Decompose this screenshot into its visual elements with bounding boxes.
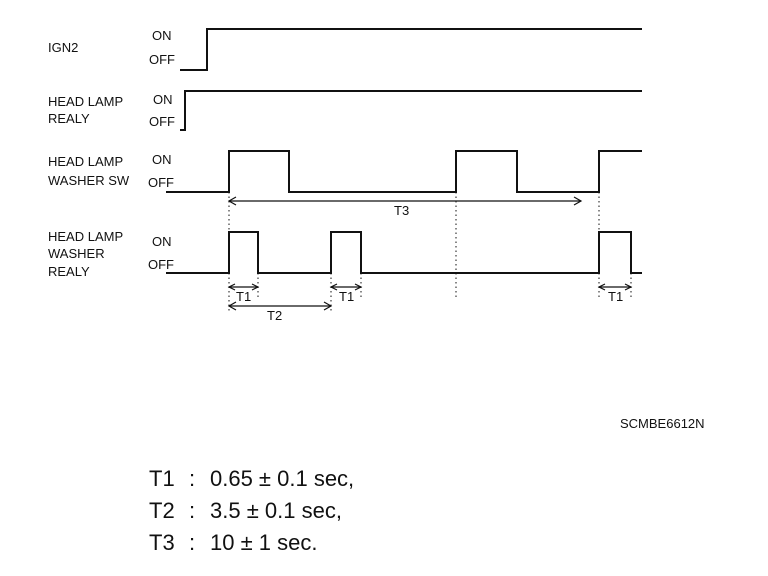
ign2-off-label: OFF bbox=[149, 52, 175, 67]
t3-dimension: T3 bbox=[227, 196, 583, 218]
t2-dimension: T2 bbox=[227, 301, 333, 323]
figure-code: SCMBE6612N bbox=[620, 416, 705, 431]
head-lamp-realy-waveform bbox=[180, 90, 642, 131]
t3-spec-name: T3 bbox=[149, 530, 175, 555]
t2-spec-value: 3.5 ± 0.1 sec, bbox=[210, 498, 342, 523]
t1-spec-name: T1 bbox=[149, 466, 175, 491]
t3-spec-separator: : bbox=[189, 530, 195, 555]
waveforms bbox=[166, 28, 642, 274]
head-lamp-washer-sw-label-line2: WASHER SW bbox=[48, 173, 130, 188]
t1-label-first: T1 bbox=[236, 289, 251, 304]
dimension-arrows: T3 T1 T1 T1 T2 bbox=[227, 196, 633, 323]
timing-specs: T1 : 0.65 ± 0.1 sec, T2 : 3.5 ± 0.1 sec,… bbox=[149, 466, 354, 555]
head-lamp-washer-realy-label-line2: WASHER bbox=[48, 246, 105, 261]
head-lamp-washer-sw-label-line1: HEAD LAMP bbox=[48, 154, 123, 169]
t1-dimension-second: T1 bbox=[329, 283, 363, 304]
head-lamp-realy-label-line1: HEAD LAMP bbox=[48, 94, 123, 109]
head-lamp-washer-realy-waveform bbox=[166, 231, 642, 274]
head-lamp-washer-sw-off-label: OFF bbox=[148, 175, 174, 190]
head-lamp-realy-on-label: ON bbox=[153, 92, 173, 107]
state-labels: ON OFF ON OFF ON OFF ON OFF bbox=[148, 28, 175, 272]
t1-spec-separator: : bbox=[189, 466, 195, 491]
t2-spec-separator: : bbox=[189, 498, 195, 523]
head-lamp-washer-sw-waveform bbox=[166, 150, 642, 193]
head-lamp-realy-off-label: OFF bbox=[149, 114, 175, 129]
ign2-label: IGN2 bbox=[48, 40, 78, 55]
t1-spec-value: 0.65 ± 0.1 sec, bbox=[210, 466, 354, 491]
t3-label: T3 bbox=[394, 203, 409, 218]
head-lamp-washer-realy-on-label: ON bbox=[152, 234, 172, 249]
t1-dimension-first: T1 bbox=[227, 283, 260, 304]
head-lamp-washer-realy-label-line3: REALY bbox=[48, 264, 90, 279]
head-lamp-washer-realy-off-label: OFF bbox=[148, 257, 174, 272]
alignment-guides bbox=[228, 192, 632, 312]
head-lamp-washer-sw-on-label: ON bbox=[152, 152, 172, 167]
head-lamp-washer-realy-label-line1: HEAD LAMP bbox=[48, 229, 123, 244]
signal-labels: IGN2 HEAD LAMP REALY HEAD LAMP WASHER SW… bbox=[48, 40, 130, 279]
ign2-on-label: ON bbox=[152, 28, 172, 43]
ign2-waveform bbox=[180, 28, 642, 71]
t1-label-third: T1 bbox=[608, 289, 623, 304]
t2-label: T2 bbox=[267, 308, 282, 323]
t3-spec-value: 10 ± 1 sec. bbox=[210, 530, 317, 555]
t1-dimension-third: T1 bbox=[597, 283, 633, 304]
t1-label-second: T1 bbox=[339, 289, 354, 304]
t2-spec-name: T2 bbox=[149, 498, 175, 523]
head-lamp-realy-label-line2: REALY bbox=[48, 111, 90, 126]
